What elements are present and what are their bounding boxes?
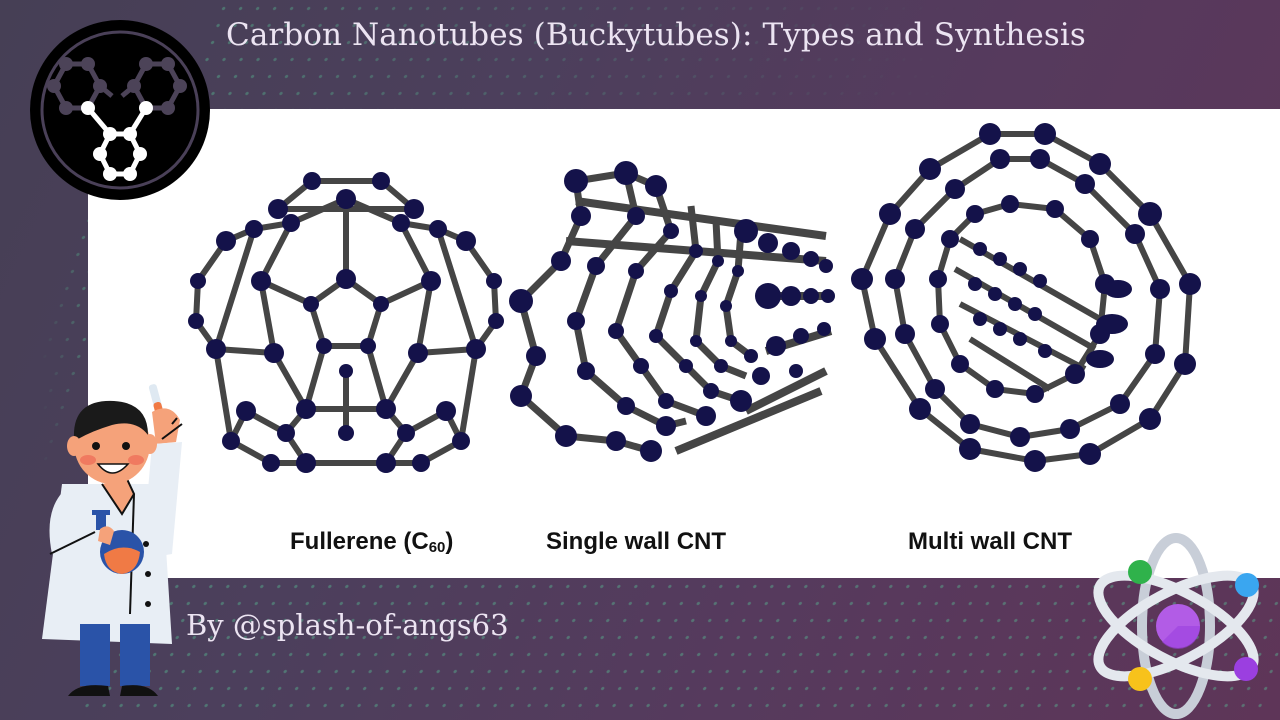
multi-wall-nanotube-icon bbox=[851, 123, 1201, 472]
page-title: Carbon Nanotubes (Buckytubes): Types and… bbox=[226, 17, 1086, 53]
single-wall-cnt-label: Single wall CNT bbox=[546, 528, 727, 555]
author-byline: By @splash-of-angs63 bbox=[186, 608, 509, 642]
atom-icon bbox=[1093, 533, 1259, 719]
scientist-character-icon bbox=[42, 384, 183, 696]
multi-wall-cnt-label: Multi wall CNT bbox=[908, 528, 1072, 555]
molecule-logo-icon bbox=[30, 20, 210, 200]
figure-panel: Fullerene (C60) Single wall CNT Multi wa… bbox=[88, 109, 1280, 578]
single-wall-nanotube-icon bbox=[509, 161, 835, 462]
fullerene-label: Fullerene (C60) bbox=[290, 528, 454, 556]
fullerene-c60-molecule-icon bbox=[188, 172, 504, 473]
